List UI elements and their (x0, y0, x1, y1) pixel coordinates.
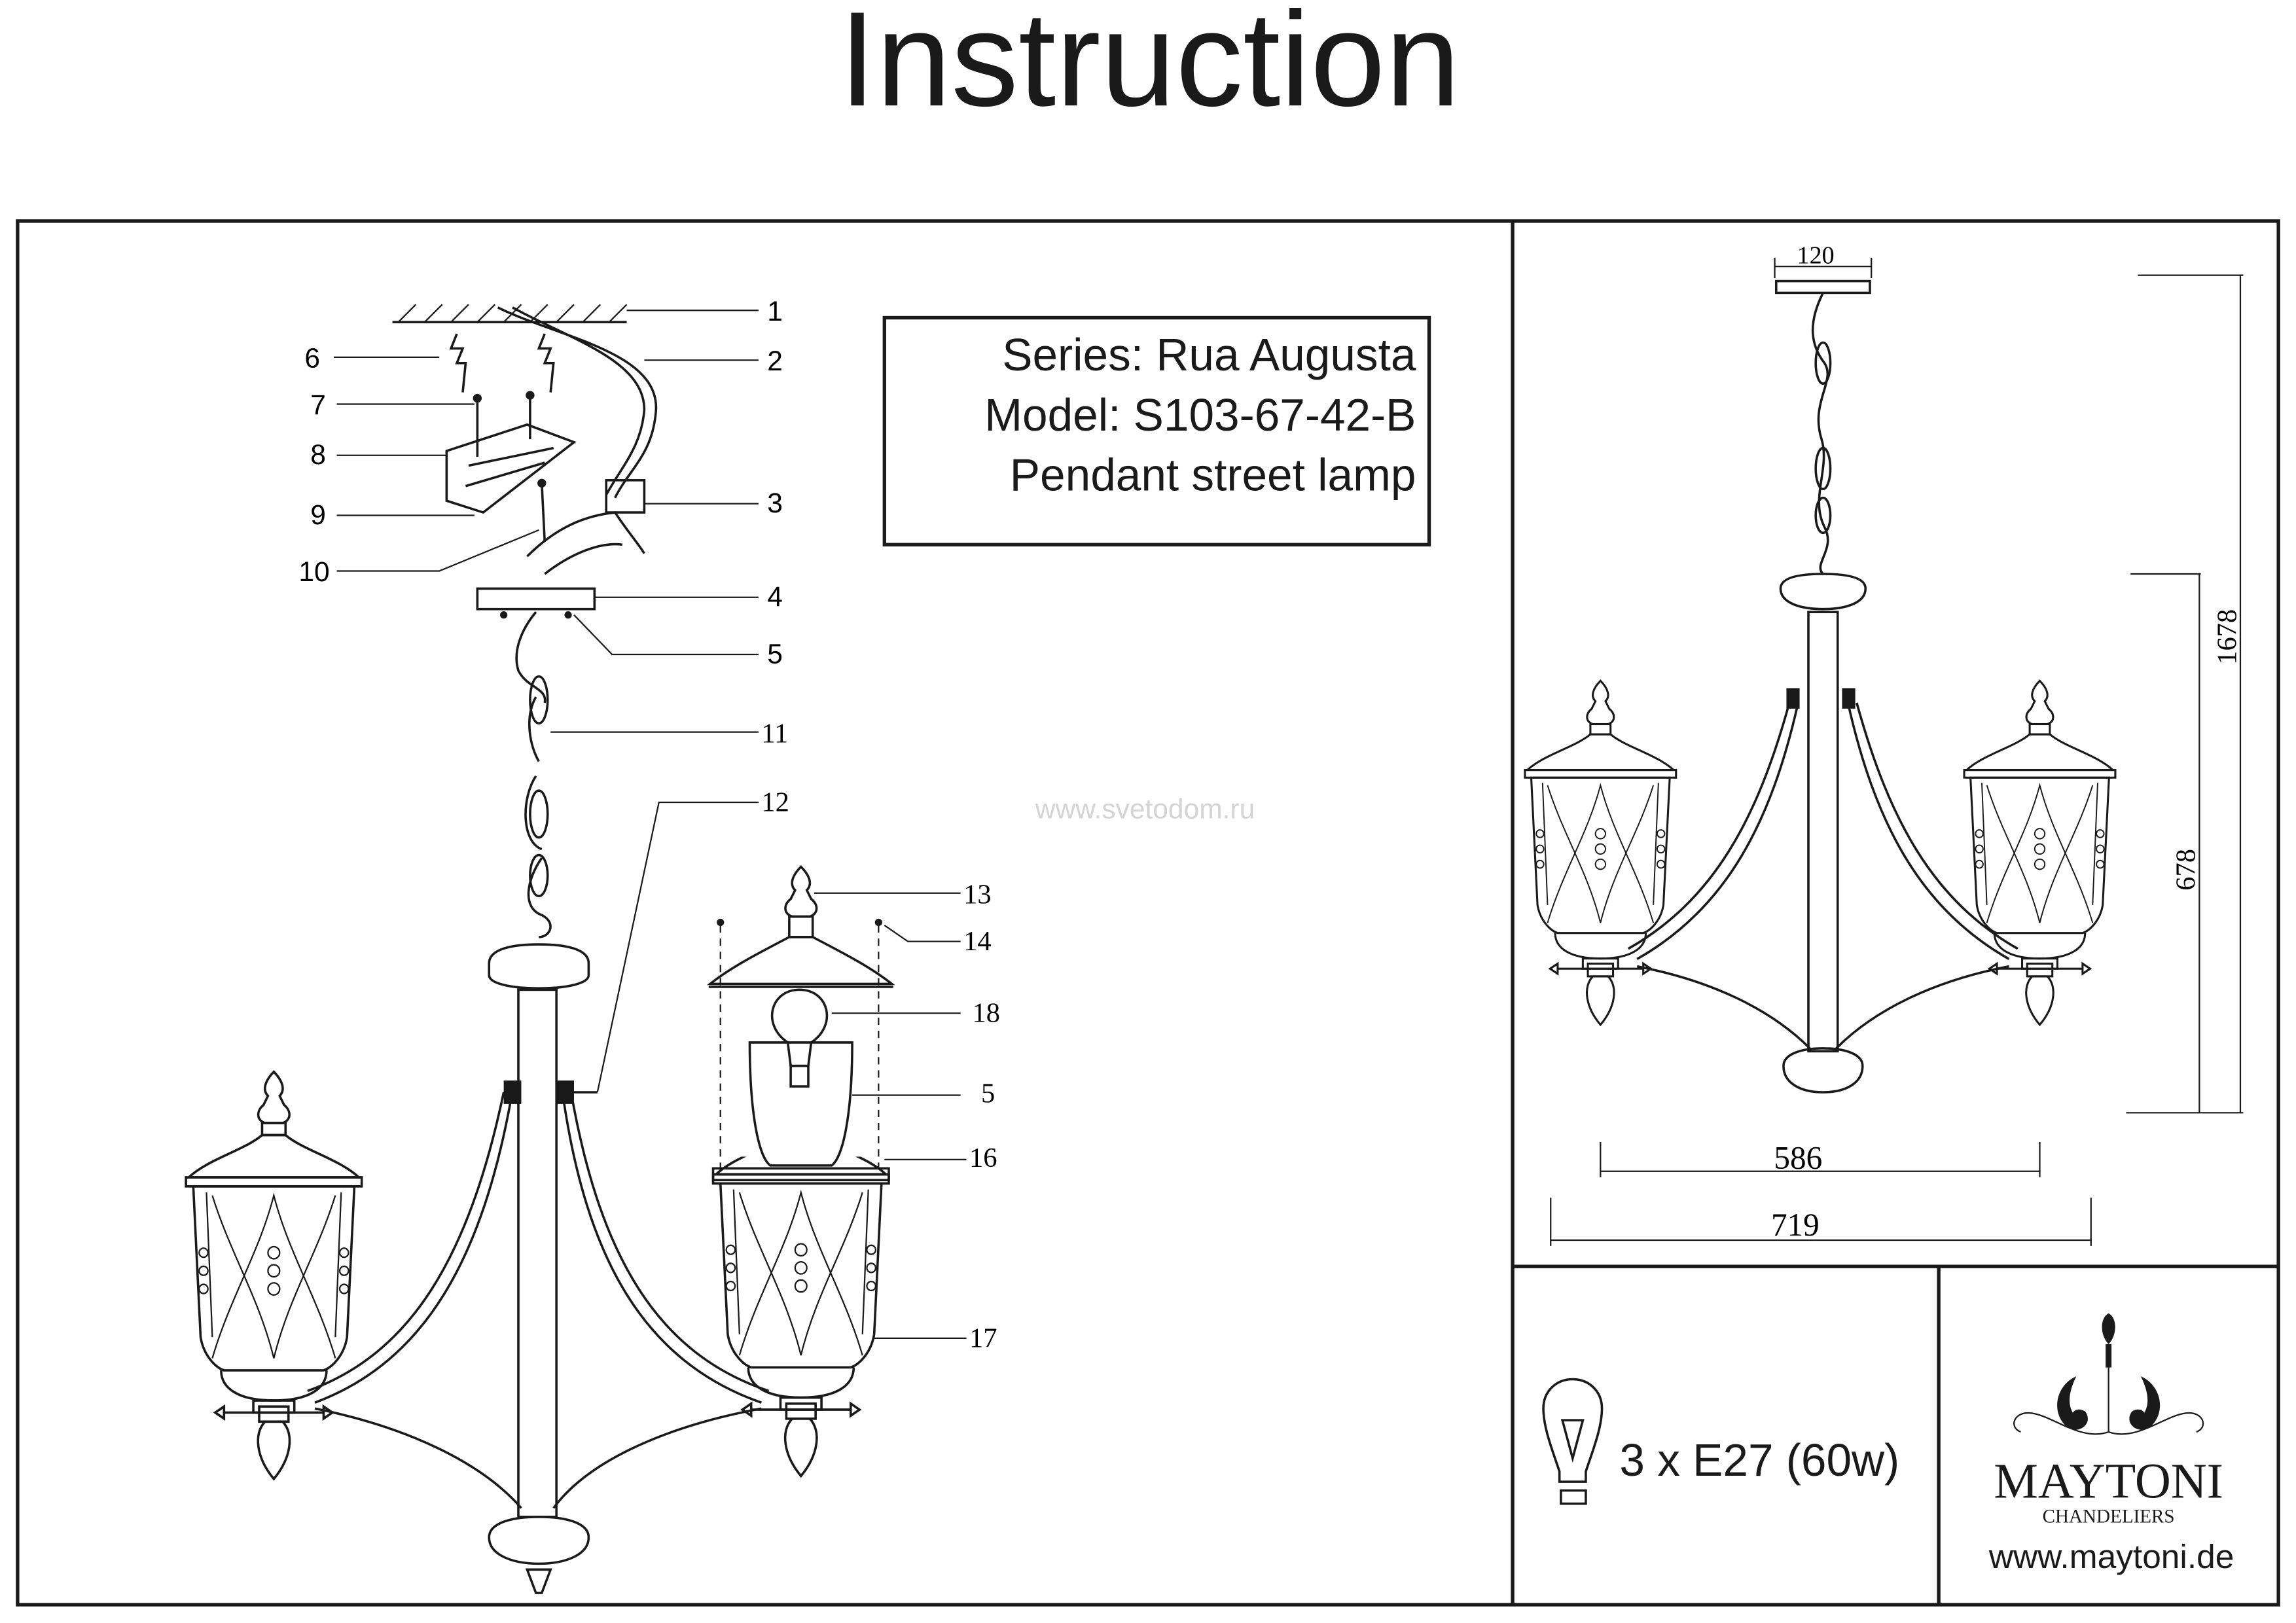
series-text: Series: Rua Augusta (1002, 329, 1416, 380)
part-label-13: 13 (963, 879, 991, 910)
brand-website: www.maytoni.de (1988, 1537, 2234, 1575)
bulb-spec: 3 x E27 (60w) (1542, 1378, 1899, 1505)
part-label-5: 5 (767, 639, 783, 669)
type-text: Pendant street lamp (1010, 449, 1416, 500)
part-label-3: 3 (767, 488, 783, 519)
part-label-7: 7 (310, 390, 326, 421)
assembly-diagram: 1 2 3 4 5 11 12 13 14 18 5 16 17 6 7 8 9… (185, 296, 1000, 1594)
part-label-12: 12 (761, 787, 789, 817)
dim-total-width: 719 (1771, 1207, 1820, 1243)
part-label-14: 14 (963, 926, 991, 957)
page-title: Instruction (838, 0, 1460, 134)
part-label-8: 8 (310, 440, 326, 471)
part-label-11: 11 (761, 718, 788, 749)
brand-subtitle: CHANDELIERS (2043, 1507, 2175, 1527)
part-label-17: 17 (969, 1323, 997, 1353)
model-text: Model: S103-67-42-B (984, 389, 1416, 440)
dimension-diagram: 120 1678 678 586 719 (1524, 242, 2244, 1246)
part-label-4: 4 (767, 582, 783, 613)
part-label-10: 10 (298, 557, 329, 588)
maytoni-logo-icon (2013, 1313, 2204, 1435)
bulb-spec-text: 3 x E27 (60w) (1619, 1435, 1899, 1486)
brand-name: MAYTONI (1994, 1454, 2223, 1509)
brand-block: MAYTONI CHANDELIERS www.maytoni.de (1988, 1313, 2234, 1575)
part-label-5b: 5 (981, 1079, 995, 1109)
part-label-2: 2 (767, 346, 783, 377)
info-box: Series: Rua Augusta Model: S103-67-42-B … (882, 315, 1431, 546)
watermark: www.svetodom.ru (1035, 794, 1255, 825)
dim-inner-width: 586 (1774, 1139, 1822, 1175)
light-bulb-icon (1542, 1378, 1604, 1505)
part-label-16: 16 (969, 1143, 997, 1173)
part-label-9: 9 (310, 500, 326, 531)
part-label-1: 1 (767, 296, 783, 327)
dim-total-height: 1678 (2212, 609, 2242, 665)
part-label-6: 6 (304, 344, 320, 374)
dim-canopy-width: 120 (1797, 242, 1835, 270)
dim-body-height: 678 (2171, 849, 2202, 891)
outer-frame (16, 219, 2280, 1607)
part-label-18: 18 (973, 998, 1000, 1029)
